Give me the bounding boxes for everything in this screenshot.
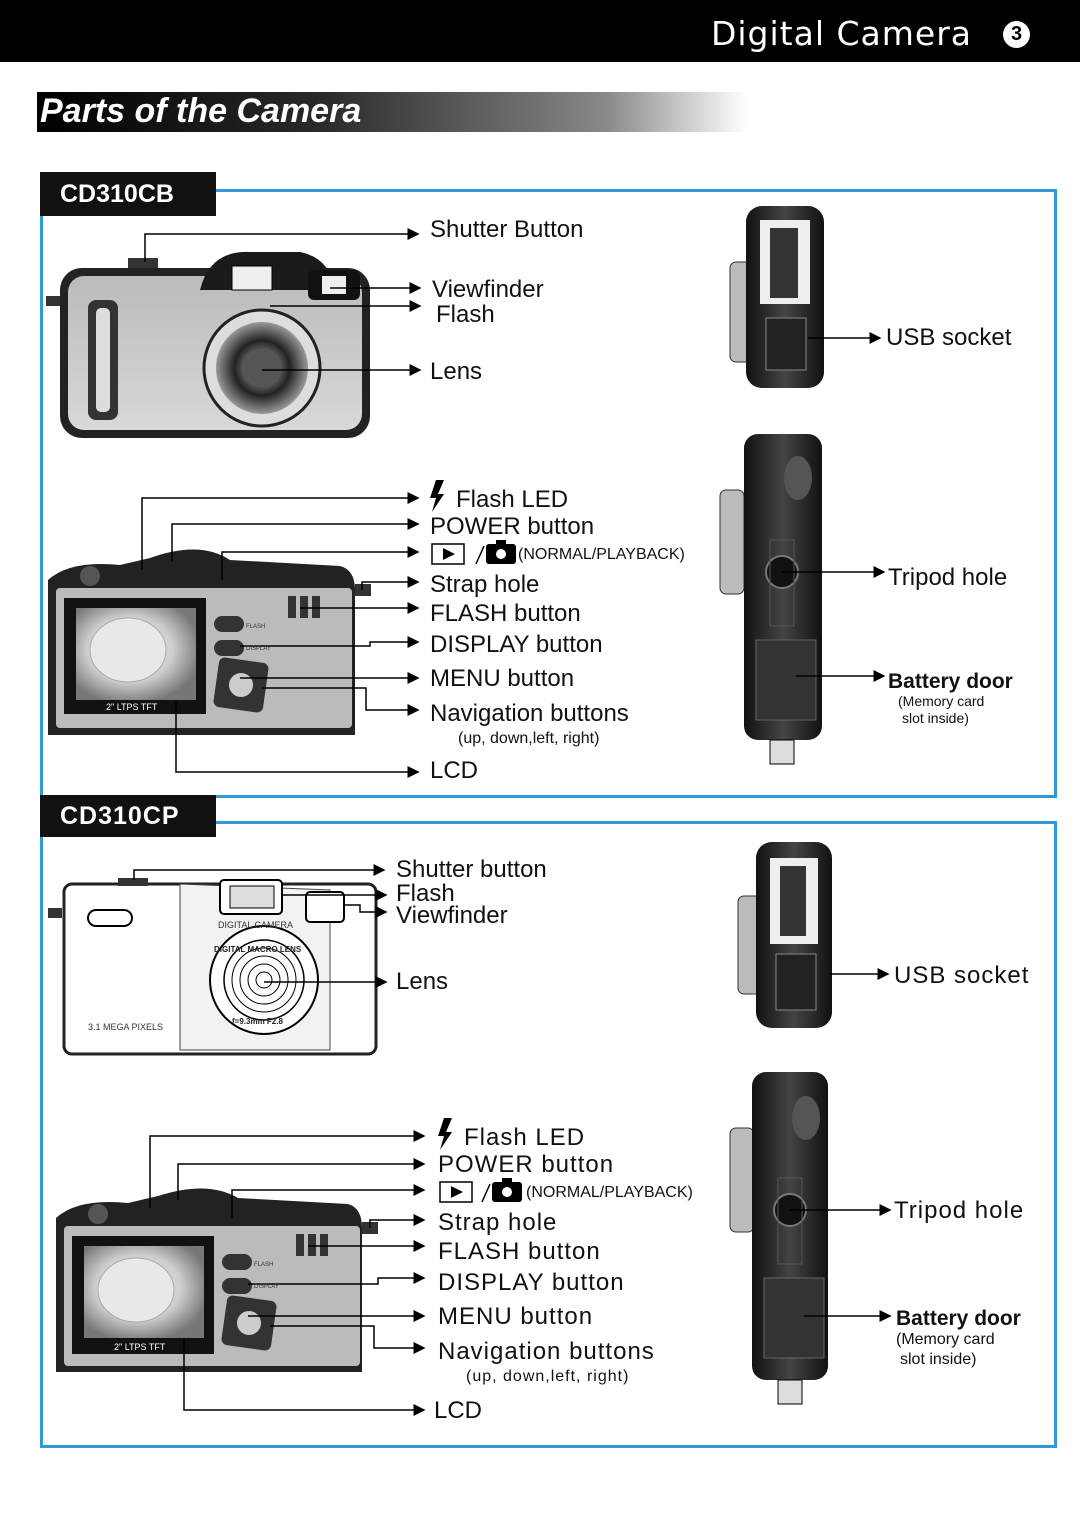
flash-key-label: FLASH — [254, 1262, 273, 1268]
cd310cb-bottom-camera — [719, 434, 822, 765]
label-power-button: POWER button — [430, 513, 595, 540]
page-header: Digital Camera 3 — [0, 0, 1080, 62]
label-strap-hole: Strap hole — [430, 571, 540, 598]
cd310cb-back-camera — [48, 549, 371, 735]
section-title: Parts of the Camera — [40, 92, 362, 130]
header-title: Digital Camera — [710, 14, 972, 53]
label-menu-button: MENU button — [438, 1303, 594, 1330]
page-number-badge: 3 — [1003, 21, 1030, 48]
panel-cd310cp — [40, 821, 1057, 1448]
cd310cp-side-camera — [737, 842, 832, 1028]
label-power-button: POWER button — [438, 1151, 615, 1178]
panel-cd310cb — [40, 189, 1057, 798]
label-lens: Lens — [396, 968, 449, 995]
label-tripod-hole: Tripod hole — [888, 564, 1008, 591]
label-normal-playback: (NORMAL/PLAYBACK) — [518, 546, 685, 563]
label-flash-led: Flash LED — [464, 1124, 586, 1151]
digital-camera-print: DIGITAL CAMERA — [218, 920, 293, 930]
label-battery-door: Battery door — [888, 670, 1013, 693]
label-flash-button: FLASH button — [438, 1238, 601, 1265]
label-viewfinder: Viewfinder — [396, 902, 508, 929]
label-flash: Flash — [436, 301, 495, 328]
label-display-button: DISPLAY button — [438, 1269, 625, 1296]
macro-lens-print: DIGITAL MACRO LENS — [214, 945, 302, 954]
flash-key-label: FLASH — [246, 624, 265, 630]
label-flash-button: FLASH button — [430, 600, 581, 627]
label-tripod-hole: Tripod hole — [894, 1197, 1025, 1224]
focal-length-print: f=9.3mm F2.8 — [232, 1017, 283, 1026]
flash-led-icon — [430, 480, 444, 512]
label-shutter-button: Shutter button — [396, 856, 547, 883]
cd310cb-side-camera — [729, 206, 824, 388]
cd310cp-front-camera — [48, 878, 378, 1056]
label-navigation-buttons: Navigation buttons — [438, 1338, 655, 1365]
cd310cp-bottom-camera — [729, 1072, 828, 1405]
label-menu-button: MENU button — [430, 665, 575, 692]
label-strap-hole: Strap hole — [438, 1209, 558, 1236]
label-usb-socket: USB socket — [894, 962, 1030, 989]
label-battery-door: Battery door — [896, 1307, 1021, 1330]
label-usb-socket: USB socket — [886, 324, 1012, 351]
lcd-spec-label: 2" LTPS TFT — [114, 1342, 166, 1352]
model-tab-cd310cb: CD310CB — [40, 172, 216, 216]
label-lens: Lens — [430, 358, 483, 385]
label-navigation-buttons: Navigation buttons — [430, 700, 629, 727]
cd310cp-back-camera — [56, 1188, 378, 1372]
label-lcd: LCD — [430, 757, 479, 784]
model-tab-cd310cp: CD310CP — [40, 795, 216, 837]
label-shutter-button: Shutter Button — [430, 216, 584, 243]
label-lcd: LCD — [434, 1397, 483, 1424]
display-key-label: DISPLAY — [254, 1284, 279, 1290]
megapixels-print: 3.1 MEGA PIXELS — [88, 1022, 163, 1032]
label-normal-playback: (NORMAL/PLAYBACK) — [526, 1184, 693, 1201]
lcd-spec-label: 2" LTPS TFT — [106, 702, 158, 712]
label-viewfinder: Viewfinder — [432, 276, 544, 303]
label-battery-note-1: (Memory card — [898, 693, 985, 709]
display-key-label: DISPLAY — [246, 646, 271, 652]
label-flash-led: Flash LED — [456, 486, 569, 513]
flash-led-icon — [438, 1118, 452, 1150]
label-flash: Flash — [396, 880, 455, 907]
label-navigation-note: (up, down,left, right) — [466, 1368, 630, 1385]
label-display-button: DISPLAY button — [430, 631, 603, 658]
label-battery-note-2: slot inside) — [902, 710, 969, 726]
cd310cb-front-camera — [46, 251, 370, 438]
label-battery-note-1: (Memory card — [896, 1331, 995, 1348]
label-battery-note-2: slot inside) — [900, 1351, 977, 1368]
label-navigation-note: (up, down,left, right) — [458, 730, 600, 747]
section-title-bar: Parts of the Camera — [37, 92, 747, 132]
